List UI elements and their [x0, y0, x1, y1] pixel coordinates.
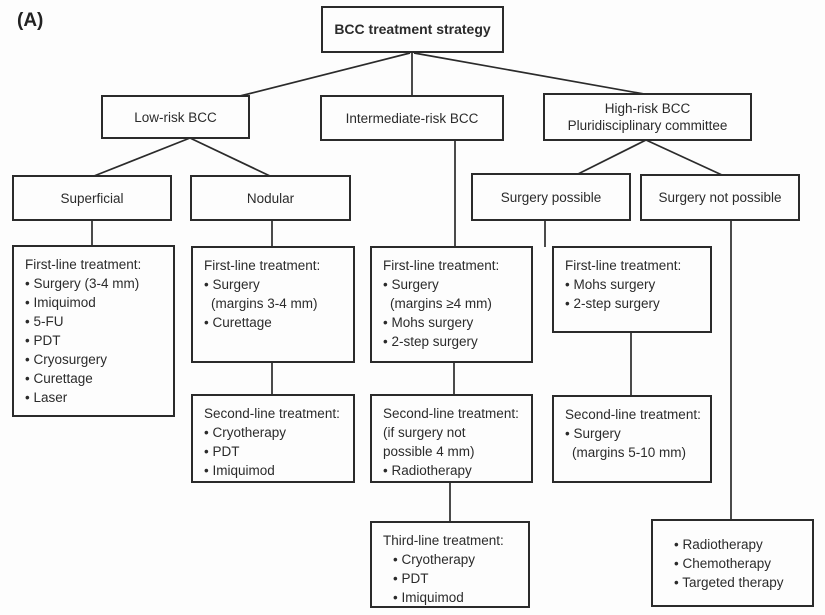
node-label: Low-risk BCC	[134, 109, 217, 125]
box-intermediate-second-line: Second-line treatment: (if surgery not p…	[370, 394, 533, 483]
treatment-item: • Mohs surgery	[383, 315, 474, 330]
node-surgery-not-possible: Surgery not possible	[640, 174, 800, 221]
box-not-possible-options: • Radiotherapy • Chemotherapy • Targeted…	[651, 519, 814, 607]
node-label: Intermediate-risk BCC	[345, 110, 479, 126]
treatment-item: (margins 3-4 mm)	[211, 296, 318, 311]
treatment-item: • Curettage	[25, 371, 93, 386]
node-label-line1: High-risk BCC	[604, 101, 691, 116]
treatment-item: • Surgery (3-4 mm)	[25, 276, 140, 291]
treatment-item: • Targeted therapy	[674, 574, 784, 590]
treatment-item: • Imiquimod	[25, 295, 96, 310]
treatment-item: • Imiquimod	[393, 590, 464, 605]
treatment-item: (if surgery not	[383, 425, 466, 440]
box-intermediate-third-line: Third-line treatment: • Cryotherapy • PD…	[370, 521, 530, 608]
treatment-title: First-line treatment:	[565, 258, 682, 273]
treatment-item: • PDT	[393, 571, 429, 586]
node-label: Surgery possible	[500, 189, 602, 205]
treatment-title: First-line treatment:	[25, 257, 142, 272]
treatment-item: • Radiotherapy	[674, 536, 763, 552]
box-surgery-possible-second-line: Second-line treatment: • Surgery (margin…	[552, 395, 712, 483]
connector-low-nodular	[189, 137, 271, 177]
treatment-item: • PDT	[25, 333, 61, 348]
node-label: Superficial	[60, 190, 124, 206]
treatment-title: First-line treatment:	[204, 258, 321, 273]
node-label: Nodular	[246, 190, 295, 206]
box-nodular-first-line: First-line treatment: • Surgery (margins…	[191, 246, 355, 363]
treatment-item: • Imiquimod	[204, 463, 275, 478]
box-superficial-first-line: First-line treatment: • Surgery (3-4 mm)…	[12, 245, 175, 417]
connector-root-lowrisk	[239, 52, 411, 97]
treatment-title: Third-line treatment:	[383, 533, 504, 548]
node-intermediate-risk-bcc: Intermediate-risk BCC	[320, 95, 504, 141]
treatment-item: • 5-FU	[25, 314, 64, 329]
node-label: Surgery not possible	[658, 190, 782, 205]
treatment-item: • Surgery	[204, 277, 260, 292]
box-nodular-second-line: Second-line treatment: • Cryotherapy • P…	[191, 394, 355, 483]
node-nodular: Nodular	[190, 175, 351, 221]
node-bcc-treatment-strategy: BCC treatment strategy	[321, 6, 504, 53]
treatment-item: • Surgery	[383, 277, 439, 292]
treatment-item: • Chemotherapy	[674, 555, 772, 571]
treatment-item: • Cryotherapy	[393, 552, 476, 567]
figure-label: (A)	[17, 10, 44, 31]
treatment-item: possible 4 mm)	[383, 444, 475, 459]
node-high-risk-bcc: High-risk BCC Pluridisciplinary committe…	[543, 93, 752, 141]
treatment-title: Second-line treatment:	[383, 406, 519, 421]
treatment-item: • Laser	[25, 390, 68, 405]
connector-high-possible	[577, 139, 647, 175]
treatment-item: • 2-step surgery	[383, 334, 478, 349]
treatment-item: • Surgery	[565, 426, 621, 441]
treatment-item: • Curettage	[204, 315, 272, 330]
treatment-title: Second-line treatment:	[204, 406, 340, 421]
box-surgery-possible-first-line: First-line treatment: • Mohs surgery • 2…	[552, 246, 712, 333]
connector-low-superficial	[93, 137, 191, 177]
connector-root-highrisk	[413, 52, 645, 95]
treatment-item: (margins 5-10 mm)	[572, 445, 687, 460]
node-low-risk-bcc: Low-risk BCC	[101, 95, 250, 139]
treatment-item: • Radiotherapy	[383, 463, 472, 478]
treatment-item: (margins ≥4 mm)	[390, 296, 492, 311]
node-surgery-possible: Surgery possible	[471, 173, 631, 221]
treatment-title: First-line treatment:	[383, 258, 500, 273]
node-label-line2: Pluridisciplinary committee	[567, 118, 728, 133]
node-superficial: Superficial	[12, 175, 172, 221]
connector-high-notpossible	[645, 139, 723, 176]
treatment-title: Second-line treatment:	[565, 407, 701, 422]
treatment-item: • 2-step surgery	[565, 296, 660, 311]
treatment-item: • Cryotherapy	[204, 425, 287, 440]
node-label: BCC treatment strategy	[334, 21, 491, 37]
treatment-item: • PDT	[204, 444, 240, 459]
treatment-item: • Mohs surgery	[565, 277, 656, 292]
treatment-item: • Cryosurgery	[25, 352, 107, 367]
box-intermediate-first-line: First-line treatment: • Surgery (margins…	[370, 246, 533, 363]
